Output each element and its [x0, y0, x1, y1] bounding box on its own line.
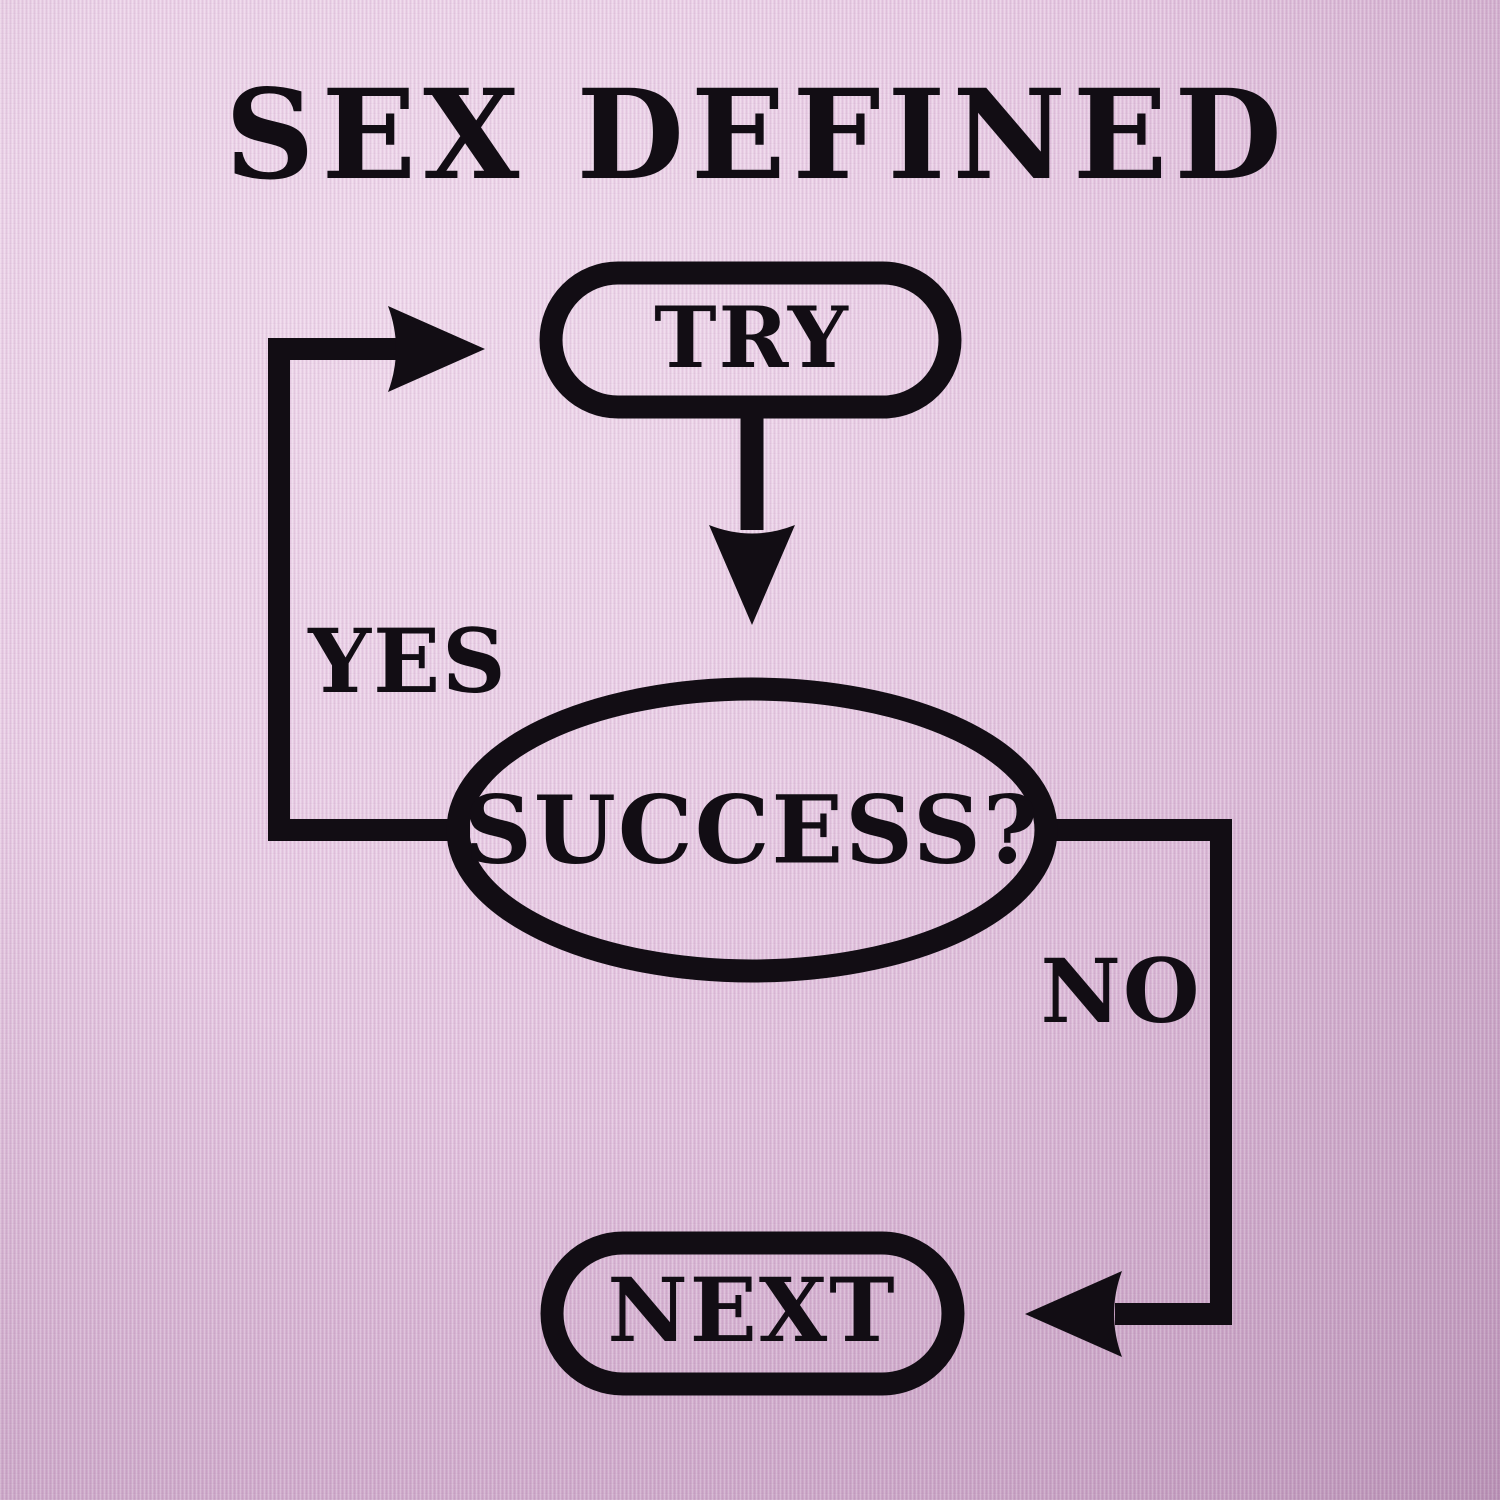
edge-label-yes: YES — [307, 609, 507, 713]
page-title: SEX DEFINED — [225, 63, 1289, 208]
node-success[interactable]: SUCCESS? — [446, 677, 1058, 983]
try-edge-arrowhead — [709, 525, 795, 625]
yes-edge-arrowhead — [388, 306, 485, 392]
edge-success-yes-to-try — [268, 306, 485, 841]
node-try-label: TRY — [654, 288, 850, 387]
edge-label-no: NO — [1040, 939, 1201, 1043]
node-try[interactable]: TRY — [539, 261, 962, 419]
node-next-shape — [540, 1231, 965, 1396]
node-next[interactable]: NEXT — [540, 1231, 965, 1396]
no-edge-arrowhead — [1025, 1271, 1122, 1357]
node-success-shape — [446, 677, 1058, 983]
node-next-label: NEXT — [607, 1258, 896, 1362]
edge-try-to-success — [709, 407, 795, 625]
edge-success-no-to-next — [1025, 819, 1232, 1357]
node-success-label: SUCCESS? — [464, 775, 1040, 885]
